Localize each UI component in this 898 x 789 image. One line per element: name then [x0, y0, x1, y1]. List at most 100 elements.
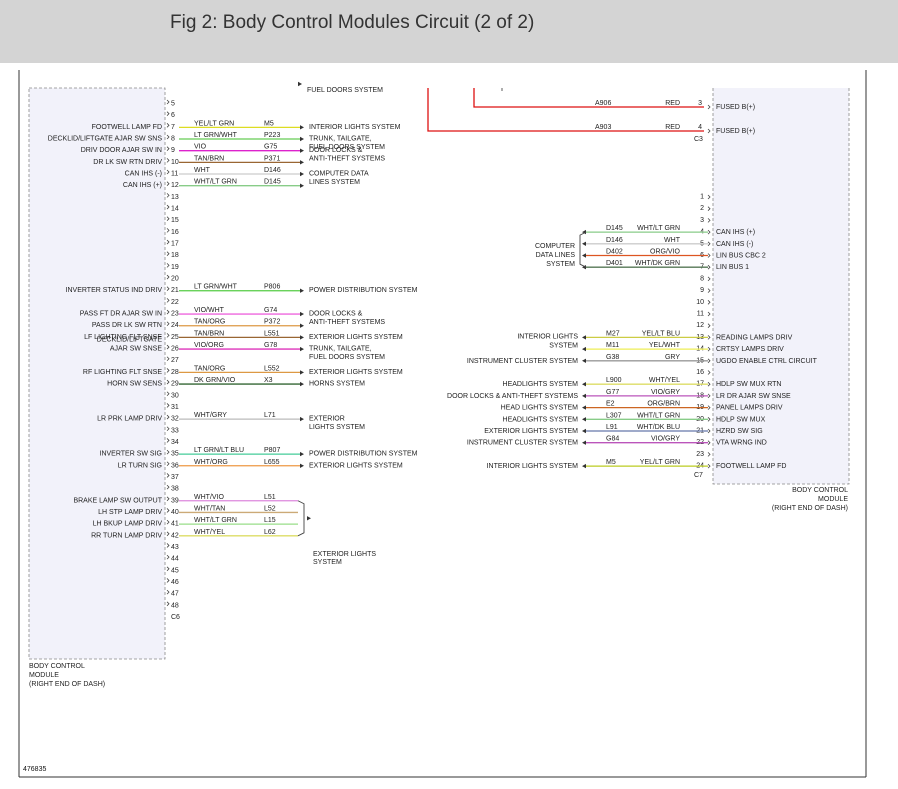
- left-pin-chevron-icon: [166, 333, 170, 338]
- left-destination-label: INTERIOR LIGHTS SYSTEM: [309, 124, 401, 131]
- group-destination-label: SYSTEM: [313, 559, 342, 566]
- right-pin-label: HDLP SW MUX RTN: [716, 381, 781, 388]
- right-pin-label: FOOTWELL LAMP FD: [716, 463, 786, 470]
- right-wire-color-code: RED: [665, 100, 680, 107]
- power-wire-a906: [473, 88, 704, 108]
- right-pin-number: 16: [696, 369, 704, 376]
- arrow-left-icon: [582, 335, 586, 340]
- right-pin-chevron-icon: [707, 128, 711, 134]
- left-pin-number: 29: [171, 381, 179, 388]
- left-pin-chevron-icon: [166, 204, 170, 210]
- right-pin-number: 8: [700, 275, 704, 282]
- left-pin-number: 33: [171, 427, 179, 434]
- left-wire-circuit: D145: [264, 179, 281, 186]
- arrow-left-icon: [582, 440, 586, 445]
- right-source-label: HEADLIGHTS SYSTEM: [503, 416, 579, 423]
- left-wire-circuit: P371: [264, 155, 280, 162]
- left-pin-number: 12: [171, 182, 179, 189]
- right-pin-number: 10: [696, 299, 704, 306]
- arrow-left-icon: [582, 358, 586, 363]
- right-pin-chevron-icon: [707, 370, 711, 375]
- right-wire-color-code: YEL/LT GRN: [640, 459, 680, 466]
- left-pin-number: 19: [171, 264, 179, 271]
- left-pin-label: DECKLID/LIFTGATE: [97, 337, 163, 344]
- right-wire-color-code: WHT/LT GRN: [637, 412, 680, 419]
- right-pin-number: 11: [697, 311, 704, 318]
- right-pin-number: 12: [696, 322, 704, 329]
- left-pin-number: 23: [171, 311, 179, 318]
- right-wire-circuit: E2: [606, 401, 615, 408]
- left-destination-label: DOOR LOCKS &: [309, 147, 363, 154]
- left-pin-label: RR TURN LAMP DRIV: [91, 532, 162, 539]
- right-module-label: (RIGHT END OF DASH): [772, 505, 848, 512]
- right-pin-number: 2: [700, 205, 704, 212]
- left-destination-label: FUEL DOORS SYSTEM: [309, 144, 385, 151]
- right-pin-chevron-icon: [707, 393, 711, 399]
- right-pin-chevron-icon: [707, 346, 711, 352]
- left-pin-label: PASS DR LK SW RTN: [92, 322, 162, 329]
- left-pin-chevron-icon: [166, 146, 170, 151]
- left-pin-number: 31: [171, 404, 179, 411]
- right-pin-number: 9: [700, 287, 704, 294]
- right-module-box: [712, 88, 850, 485]
- left-pin-number: 38: [171, 486, 179, 493]
- right-wire-color-code: ORG/VIO: [650, 249, 681, 256]
- right-pin-chevron-icon: [707, 218, 711, 223]
- left-pin-chevron-icon: [166, 123, 170, 128]
- left-wire-color-code: VIO/WHT: [194, 307, 225, 314]
- left-destination-label: LIGHTS SYSTEM: [309, 424, 365, 431]
- right-pin-chevron-icon: [707, 335, 711, 340]
- left-wire-circuit: L52: [264, 505, 276, 512]
- arrow-right-icon: [300, 136, 304, 142]
- left-wire-color-code: WHT/VIO: [194, 494, 224, 501]
- arrow-left-icon: [582, 265, 586, 270]
- right-wire-circuit: G84: [606, 436, 619, 443]
- left-wire-color-code: TAN/BRN: [194, 155, 224, 162]
- right-pin-chevron-icon: [707, 417, 711, 422]
- right-pin-chevron-icon: [707, 241, 711, 247]
- left-pin-number: 41: [171, 521, 179, 528]
- left-pin-number: 8: [171, 136, 175, 143]
- left-wire-circuit: L62: [264, 529, 276, 536]
- right-wire-color-code: VIO/GRY: [651, 389, 680, 396]
- right-wire-color-code: GRY: [665, 354, 680, 361]
- left-wire-circuit: P806: [264, 284, 280, 291]
- right-wire-circuit: L307: [606, 412, 622, 419]
- right-wire-circuit: G38: [606, 354, 619, 361]
- right-wire-color-code: WHT/YEL: [649, 377, 680, 384]
- left-wire-color-code: LT GRN/WHT: [194, 284, 238, 291]
- arrow-left-icon: [582, 393, 586, 399]
- left-pin-chevron-icon: [166, 473, 170, 478]
- right-pin-chevron-icon: [707, 358, 711, 364]
- left-wire-circuit: G74: [264, 307, 277, 314]
- left-wire-circuit: M5: [264, 120, 274, 127]
- left-pin-number: 43: [171, 544, 179, 551]
- right-pin-label: CRTSY LAMPS DRIV: [716, 346, 784, 353]
- left-pin-chevron-icon: [166, 368, 170, 373]
- left-pin-chevron-icon: [166, 484, 170, 490]
- left-pin-chevron-icon: [166, 449, 170, 455]
- left-pin-number: 16: [171, 229, 179, 236]
- left-pin-label: LR TURN SIG: [118, 462, 162, 469]
- left-pin-chevron-icon: [166, 298, 170, 303]
- left-pin-number: 7: [171, 124, 175, 131]
- left-wire-circuit: L51: [264, 494, 276, 501]
- left-wire-circuit: D146: [264, 167, 281, 174]
- right-connector-top-id: C3: [694, 136, 703, 143]
- arrow-right-icon: [300, 148, 304, 153]
- right-pin-chevron-icon: [707, 405, 711, 410]
- left-wire-circuit: P372: [264, 319, 280, 326]
- right-wire-color-code: WHT/DK BLU: [637, 424, 680, 431]
- arrow-right-icon: [300, 381, 304, 387]
- right-source-label: HEAD LIGHTS SYSTEM: [501, 405, 579, 412]
- left-pin-label: LR PRK LAMP DRIV: [97, 416, 162, 423]
- right-wire-color-code: YEL/WHT: [649, 342, 681, 349]
- left-pin-label: BRAKE LAMP SW OUTPUT: [73, 497, 162, 504]
- left-pin-label: HORN SW SENS: [107, 381, 162, 388]
- right-pin-chevron-icon: [707, 452, 711, 457]
- right-wire-circuit: D401: [606, 260, 623, 267]
- left-pin-chevron-icon: [166, 379, 170, 385]
- arrow-right-icon: [300, 288, 304, 293]
- left-wire-circuit: L15: [264, 517, 276, 524]
- right-pin-chevron-icon: [707, 300, 711, 305]
